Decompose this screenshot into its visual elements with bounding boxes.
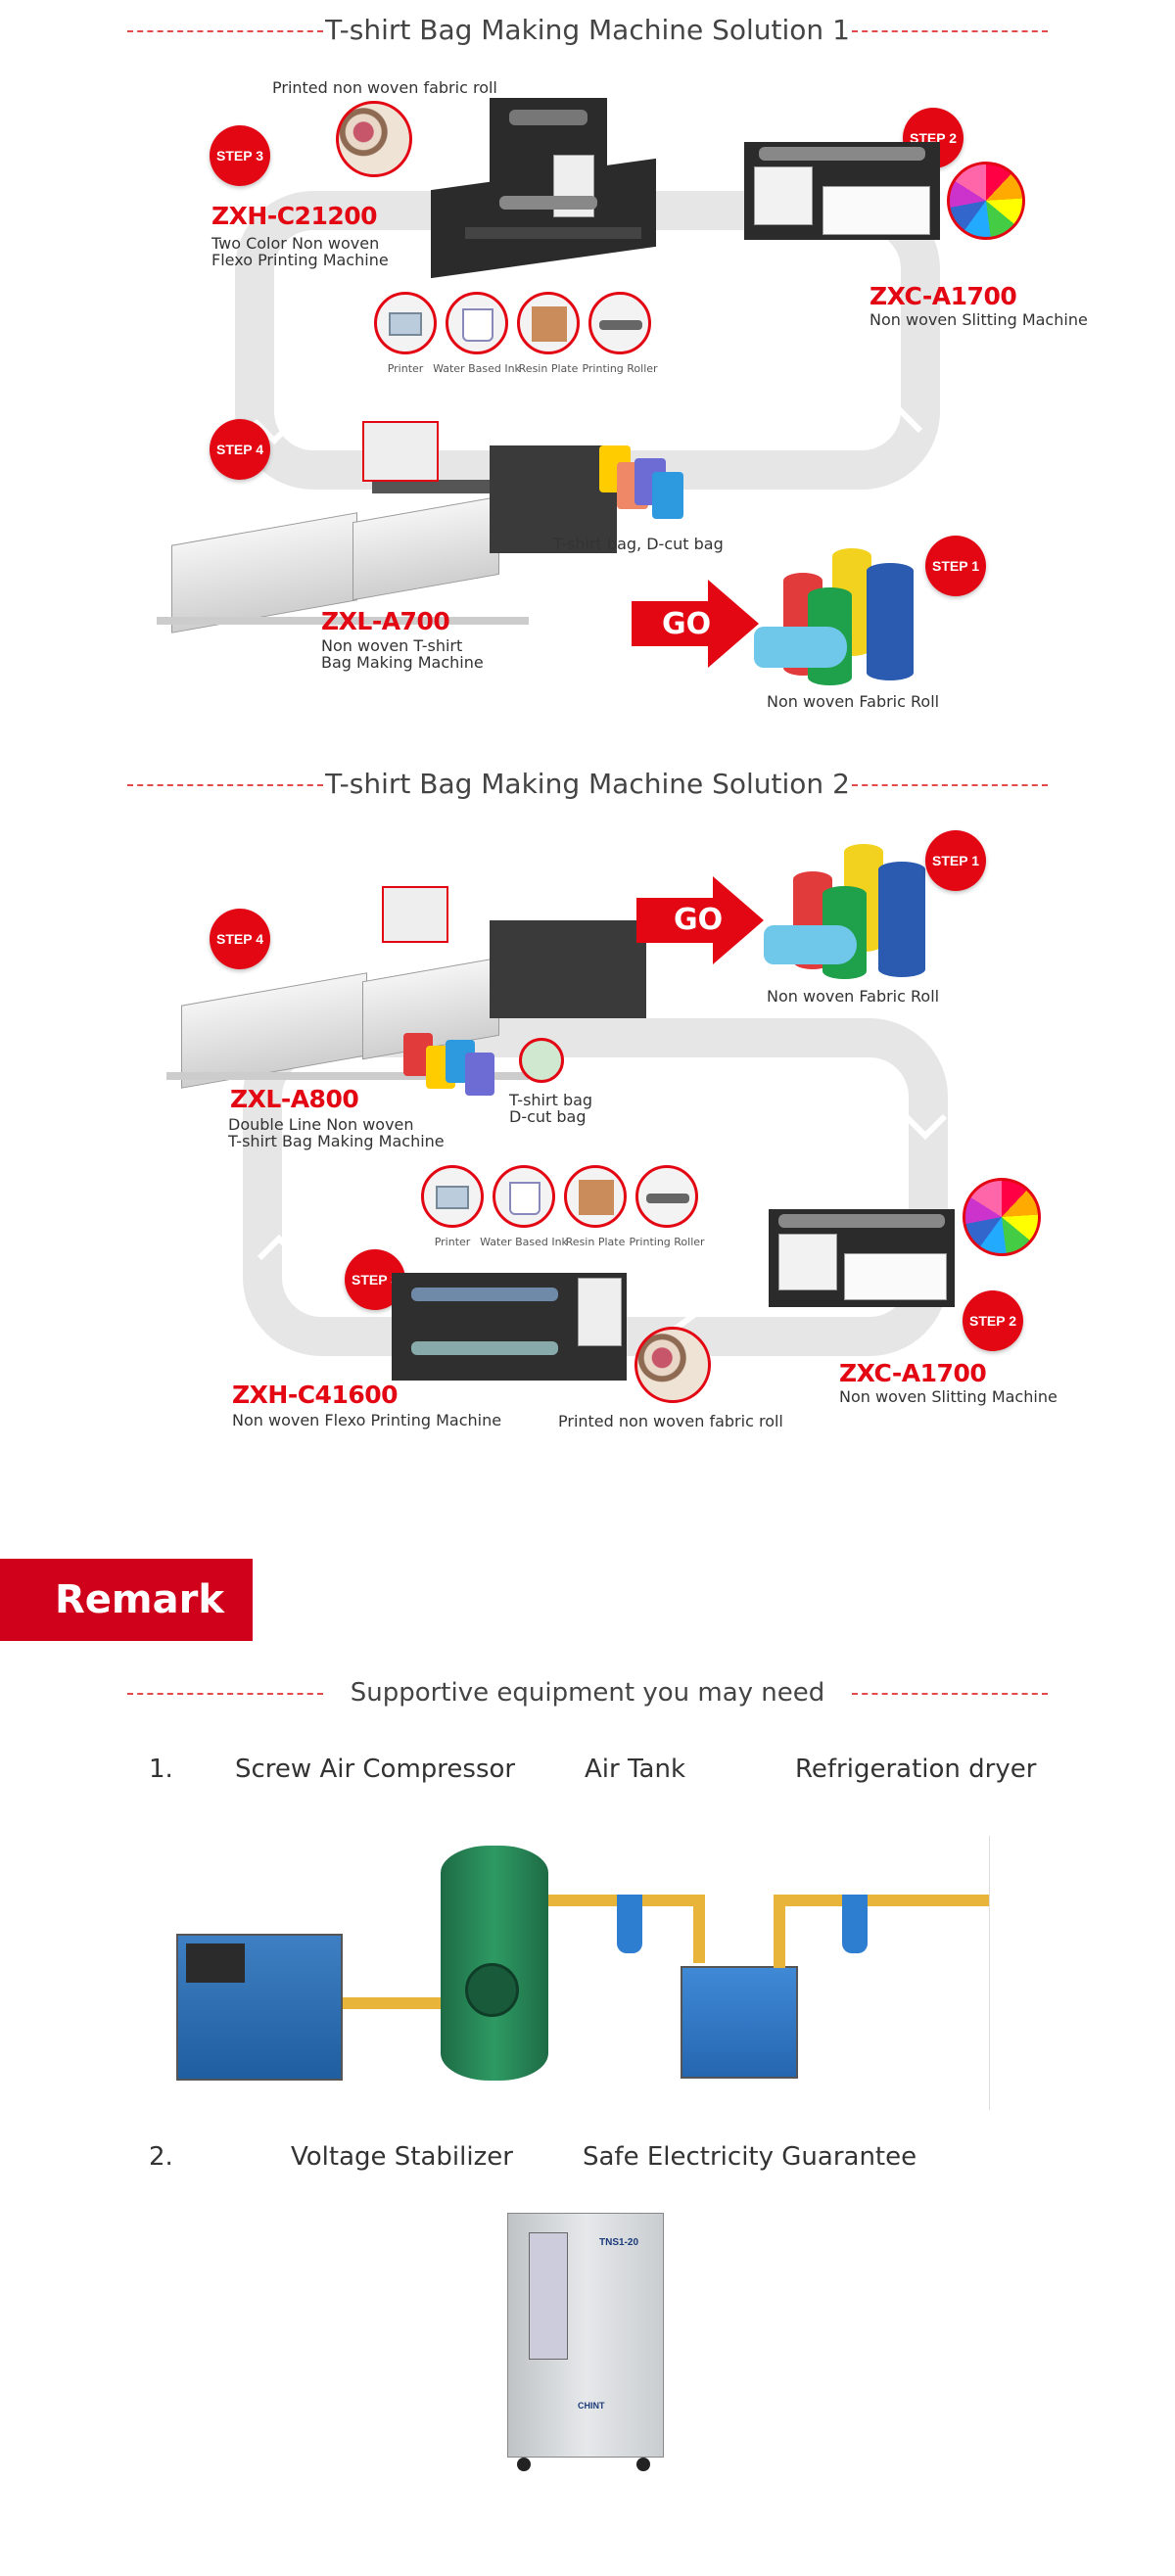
printed-fabric-roll-image (634, 1327, 711, 1403)
resin-plate-icon (517, 292, 580, 354)
printed-fabric-roll-image (336, 101, 412, 177)
fabric-roll-caption-2: Non woven Fabric Roll (767, 987, 940, 1006)
fabric-roll-caption-1: Non woven Fabric Roll (767, 692, 940, 711)
step2-badge: STEP 2 (963, 1290, 1023, 1351)
printer-icon (374, 292, 437, 354)
stabilizer-model-label: TNS1-20 (599, 2237, 639, 2248)
acc-label-ink: Water Based Ink (433, 362, 521, 375)
slitting-desc-1: Non woven Slitting Machine (870, 310, 1088, 329)
header-dash-left (127, 784, 323, 786)
bag-model-1: ZXL-A700 (321, 607, 450, 635)
acc-label-printer: Printer (387, 362, 424, 375)
ink-bucket-icon (493, 1165, 555, 1228)
bag-desc-1b: Bag Making Machine (321, 653, 484, 672)
slitting-desc-2: Non woven Slitting Machine (839, 1387, 1058, 1406)
solution2-title: T-shirt Bag Making Machine Solution 2 (325, 768, 850, 800)
header-dash-right (852, 1693, 1048, 1695)
acc-label-roller: Printing Roller (582, 362, 658, 375)
step3-badge: STEP 3 (210, 125, 270, 186)
equip-row2-num: 2. (149, 2142, 173, 2172)
solution1-header: T-shirt Bag Making Machine Solution 1 (0, 12, 1175, 51)
ink-bucket-icon (446, 292, 508, 354)
track-chevron-icon (257, 1234, 302, 1261)
printed-roll-caption: Printed non woven fabric roll (272, 78, 497, 97)
solution1-title: T-shirt Bag Making Machine Solution 1 (325, 14, 850, 46)
acc-label-ink: Water Based Ink (480, 1236, 568, 1248)
printing-desc-1a: Two Color Non woven (212, 234, 380, 253)
bag-caption-2a: T-shirt bag (509, 1091, 593, 1109)
header-dash-left (127, 30, 323, 32)
bag-desc-1a: Non woven T-shirt (321, 636, 463, 655)
track-chevron-icon (903, 1113, 948, 1141)
go-arrow-icon (636, 876, 764, 964)
support-title: Supportive equipment you may need (350, 1678, 825, 1708)
resin-plate-icon (564, 1165, 627, 1228)
acc-label-roller: Printing Roller (629, 1236, 705, 1248)
color-rolls-image (963, 1178, 1041, 1256)
header-dash-left (127, 1693, 323, 1695)
stabilizer-brand-label: CHINT (578, 2401, 605, 2411)
equip-air-tank: Air Tank (585, 1755, 686, 1784)
bag-desc-2a: Double Line Non woven (228, 1115, 414, 1134)
slitting-model-2: ZXC-A1700 (839, 1359, 987, 1387)
printing-roller-icon (635, 1165, 698, 1228)
printing-desc-1b: Flexo Printing Machine (212, 251, 389, 269)
bag-caption-1: T-shirt bag, D-cut bag (553, 535, 724, 553)
acc-label-resin: Resin Plate (518, 362, 579, 375)
go-arrow-icon (632, 580, 759, 668)
equip-screw-compressor: Screw Air Compressor (235, 1755, 516, 1784)
equip-row1-num: 1. (149, 1755, 173, 1784)
printing-model-1: ZXH-C21200 (212, 202, 378, 230)
equip-voltage-stabilizer: Voltage Stabilizer (291, 2142, 513, 2172)
bag-caption-2b: D-cut bag (509, 1107, 587, 1126)
equip-refrigeration-dryer: Refrigeration dryer (795, 1755, 1037, 1784)
acc-label-printer: Printer (434, 1236, 471, 1248)
acc-label-resin: Resin Plate (565, 1236, 626, 1248)
header-dash-right (852, 30, 1048, 32)
go-label-2: GO (674, 903, 724, 937)
solution2-header: T-shirt Bag Making Machine Solution 2 (0, 766, 1175, 805)
step1-badge: STEP 1 (925, 830, 986, 891)
bag-model-2: ZXL-A800 (230, 1085, 359, 1113)
bag-desc-2b: T-shirt Bag Making Machine (228, 1132, 445, 1150)
equip-safe-electricity: Safe Electricity Guarantee (583, 2142, 917, 2172)
step4-badge: STEP 4 (210, 909, 270, 969)
dcut-bag-image (519, 1038, 564, 1083)
step4-badge: STEP 4 (210, 419, 270, 480)
color-rolls-image (947, 162, 1025, 240)
header-dash-right (852, 784, 1048, 786)
printing-model-2: ZXH-C41600 (232, 1381, 399, 1409)
printing-desc-2: Non woven Flexo Printing Machine (232, 1411, 502, 1429)
printing-roller-icon (588, 292, 651, 354)
step1-badge: STEP 1 (925, 536, 986, 596)
printed-roll-caption-2: Printed non woven fabric roll (558, 1412, 783, 1430)
slitting-model-1: ZXC-A1700 (870, 282, 1017, 310)
track-chevron-icon (878, 406, 923, 434)
support-header: Supportive equipment you may need (0, 1674, 1175, 1713)
remark-banner: Remark (0, 1559, 253, 1641)
go-label-1: GO (662, 607, 712, 641)
printer-icon (421, 1165, 484, 1228)
